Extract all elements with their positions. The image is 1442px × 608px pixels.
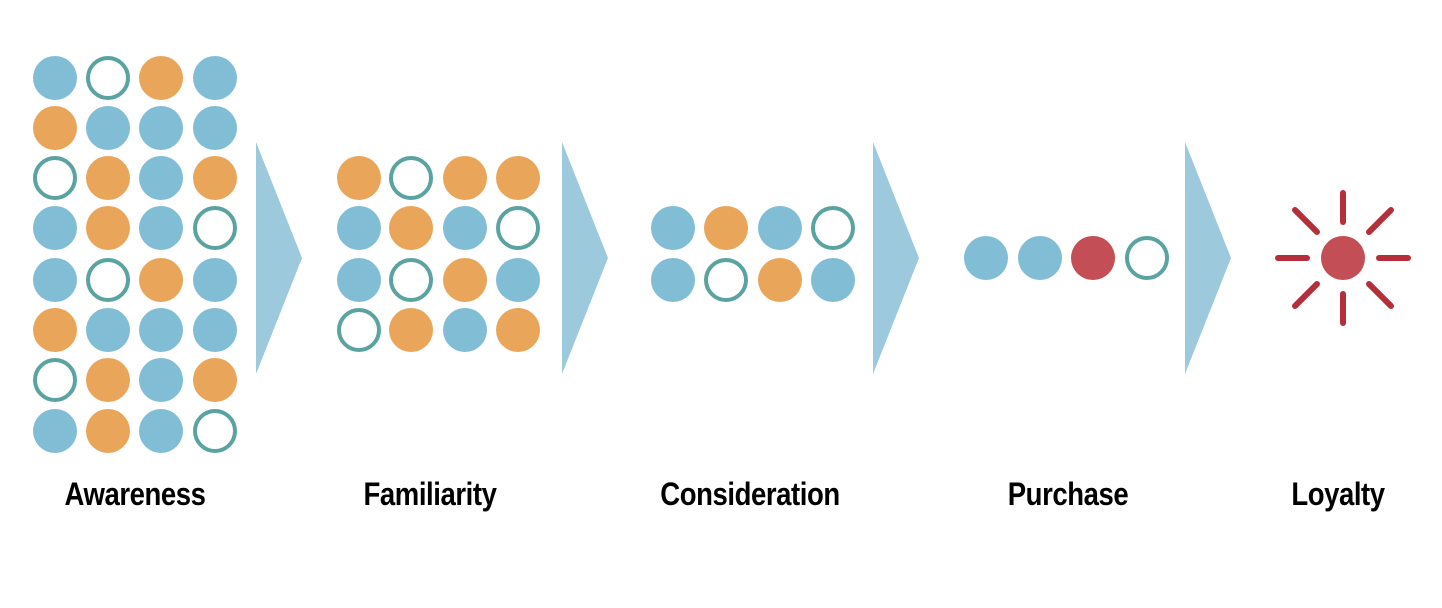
filled-orange-dot [496,156,540,200]
stage-label-purchase: Purchase [1007,476,1129,512]
filled-orange-dot [389,206,433,250]
filled-blue-dot [33,409,77,453]
hollow-teal-ring [811,206,855,250]
filled-blue-dot [758,206,802,250]
hollow-teal-ring [86,56,130,100]
filled-orange-dot [86,409,130,453]
filled-orange-dot [337,156,381,200]
filled-orange-dot [704,206,748,250]
filled-blue-dot [651,258,695,302]
filled-orange-dot [193,156,237,200]
stage-label-consideration: Consideration [660,476,840,512]
filled-orange-dot [86,358,130,402]
hollow-teal-ring [193,206,237,250]
filled-blue-dot [139,358,183,402]
filled-blue-dot [139,308,183,352]
filled-blue-dot [443,206,487,250]
hollow-teal-ring [1125,236,1169,280]
hollow-teal-ring [496,206,540,250]
filled-orange-dot [139,56,183,100]
stage-label-familiarity: Familiarity [363,476,497,512]
stage-label-awareness: Awareness [64,476,206,512]
filled-orange-dot [33,308,77,352]
sun-burst-icon [1275,190,1411,326]
filled-orange-dot [139,258,183,302]
filled-blue-dot [1018,236,1062,280]
hollow-teal-ring [704,258,748,302]
chevron-arrow-icon [873,142,919,374]
filled-blue-dot [964,236,1008,280]
filled-blue-dot [193,106,237,150]
filled-blue-dot [337,258,381,302]
chevron-arrow-icon [256,142,302,374]
filled-blue-dot [651,206,695,250]
filled-blue-dot [139,409,183,453]
filled-blue-dot [139,106,183,150]
filled-blue-dot [139,206,183,250]
hollow-teal-ring [337,308,381,352]
filled-blue-dot [86,106,130,150]
filled-orange-dot [758,258,802,302]
filled-red-dot [1071,236,1115,280]
filled-blue-dot [193,56,237,100]
filled-orange-dot [443,156,487,200]
filled-orange-dot [86,156,130,200]
filled-blue-dot [33,56,77,100]
filled-orange-dot [443,258,487,302]
filled-blue-dot [139,156,183,200]
filled-blue-dot [86,308,130,352]
filled-blue-dot [496,258,540,302]
filled-blue-dot [33,206,77,250]
filled-orange-dot [193,358,237,402]
filled-blue-dot [337,206,381,250]
filled-blue-dot [193,308,237,352]
hollow-teal-ring [193,409,237,453]
hollow-teal-ring [33,358,77,402]
hollow-teal-ring [389,156,433,200]
filled-orange-dot [389,308,433,352]
hollow-teal-ring [86,258,130,302]
hollow-teal-ring [389,258,433,302]
filled-blue-dot [193,258,237,302]
filled-orange-dot [33,106,77,150]
stage-label-loyalty: Loyalty [1291,476,1385,512]
chevron-arrow-icon [1185,142,1231,374]
filled-orange-dot [496,308,540,352]
filled-orange-dot [86,206,130,250]
chevron-arrow-icon [562,142,608,374]
filled-blue-dot [33,258,77,302]
filled-blue-dot [811,258,855,302]
hollow-teal-ring [33,156,77,200]
filled-blue-dot [443,308,487,352]
